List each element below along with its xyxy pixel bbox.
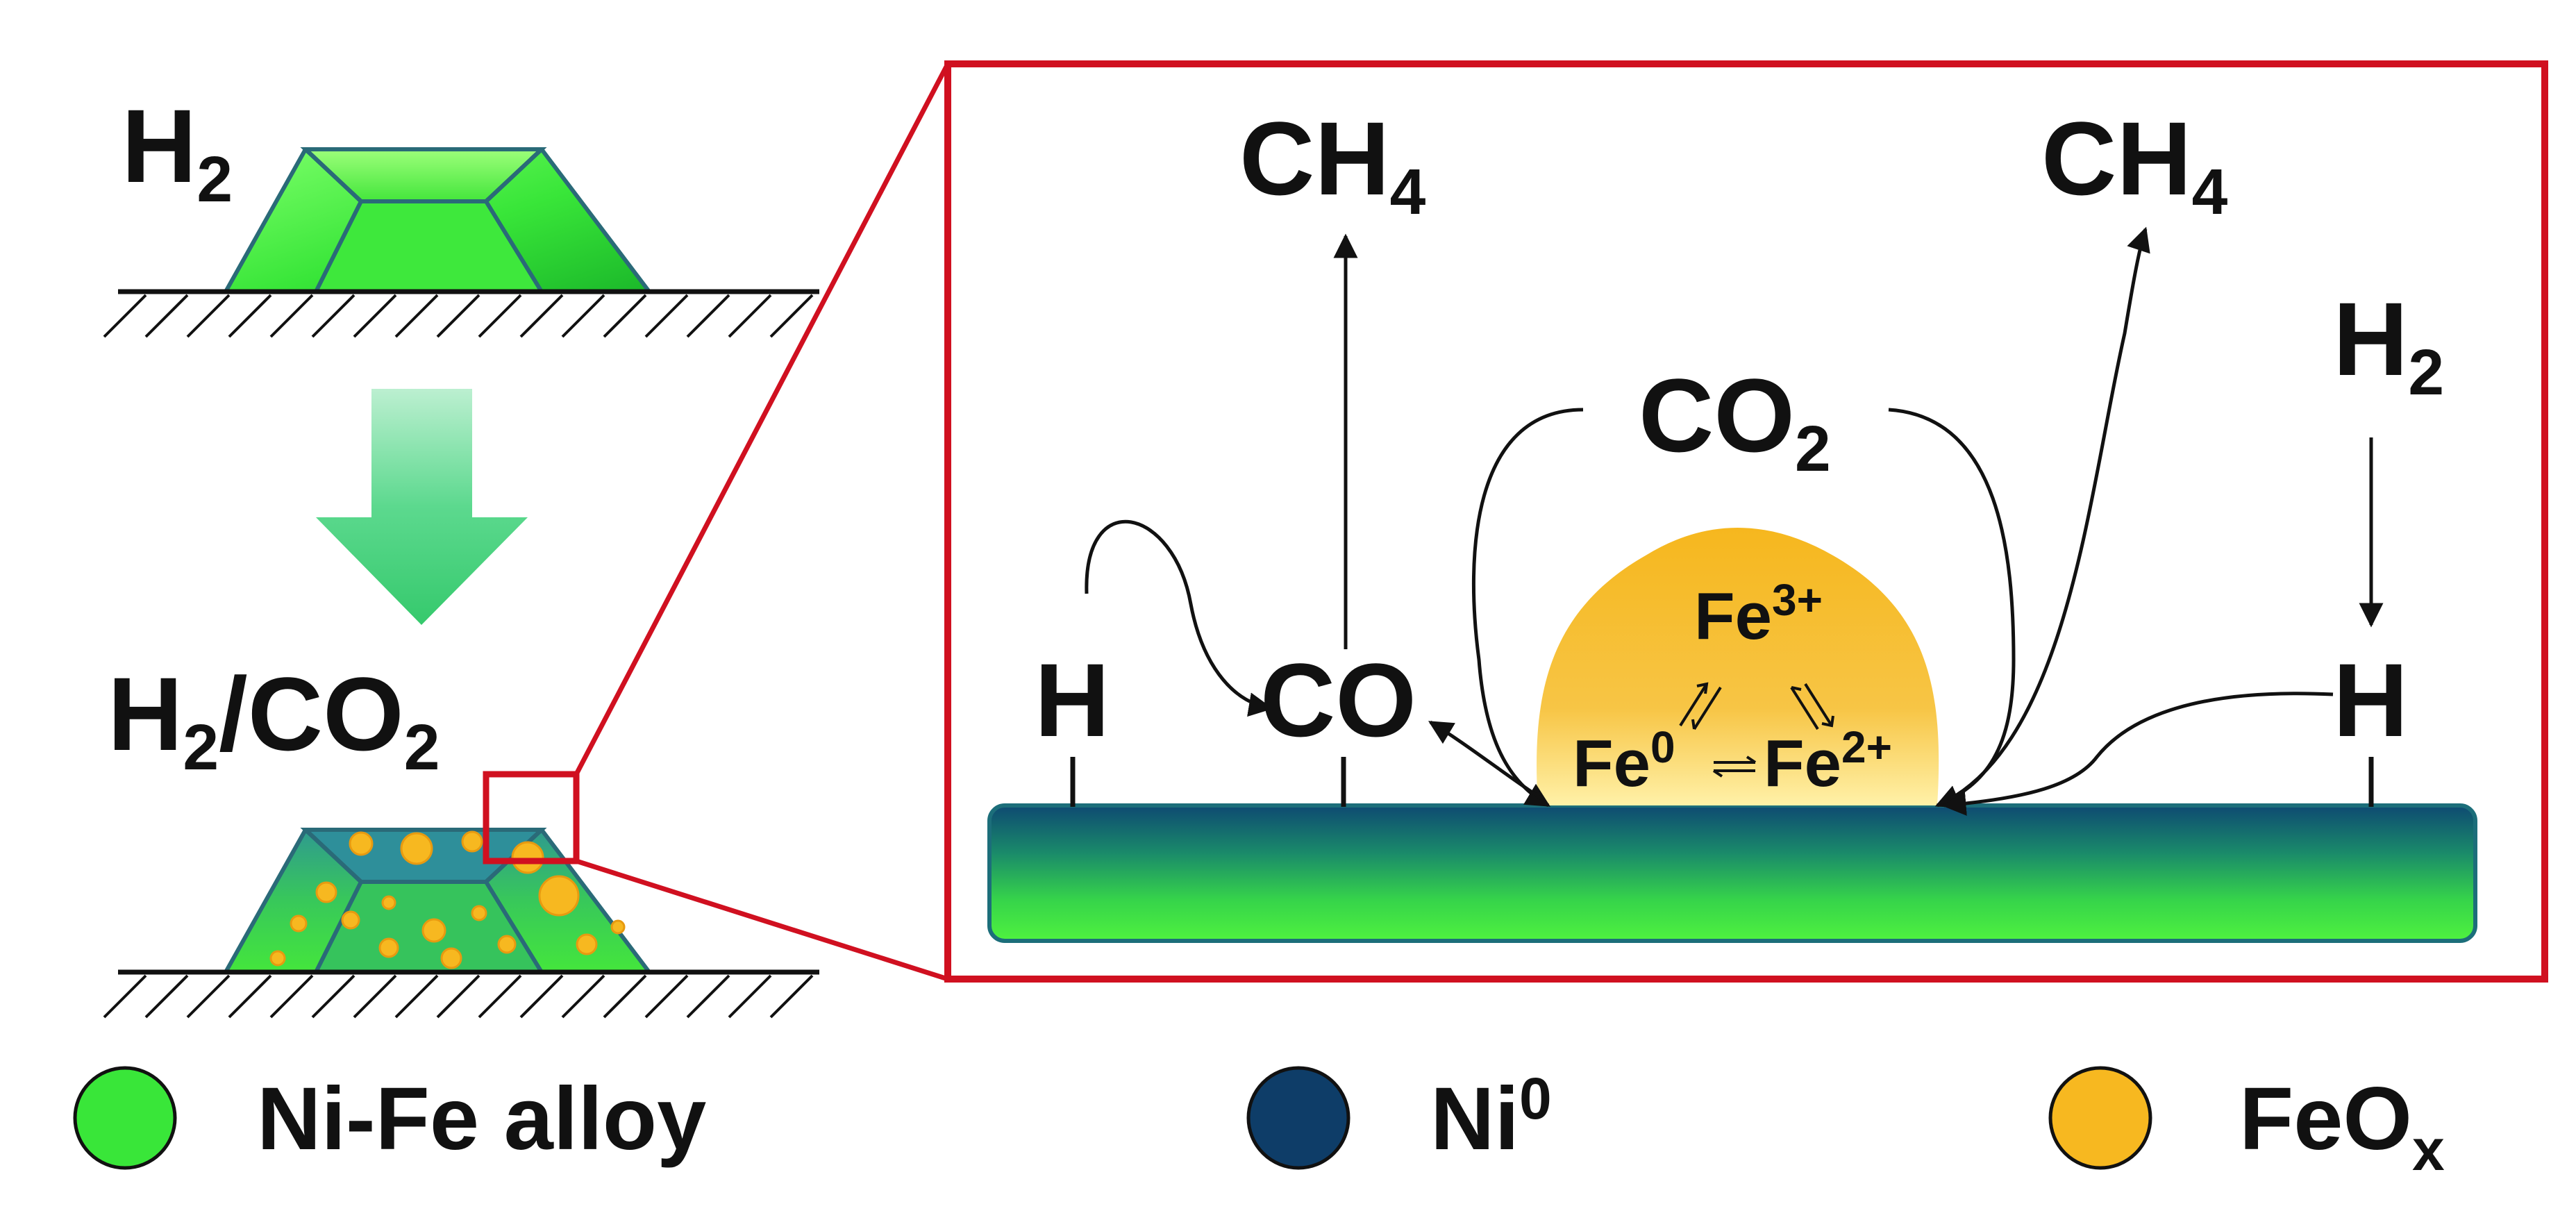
label-fe2: Fe2+ xyxy=(1764,722,1892,801)
arrow-co2-to-surface-left xyxy=(1471,408,1584,808)
adsorption-sticks xyxy=(1070,757,2374,807)
yellow-circle-icon xyxy=(2048,1066,2152,1170)
label-h2-top: H2 xyxy=(122,87,233,215)
label-h-right: H xyxy=(2333,642,2408,758)
substrate-bottom xyxy=(103,969,819,1019)
legend-label-feox: FeOx xyxy=(2239,1069,2445,1183)
ni-support-bar xyxy=(987,803,2477,943)
blue-circle-icon xyxy=(1246,1066,1350,1170)
arrow-to-ch4-right xyxy=(1950,226,2150,801)
legend-label-ni-fe-alloy: Ni-Fe alloy xyxy=(257,1069,706,1169)
label-co: CO xyxy=(1260,642,1416,758)
arrow-h-to-surface xyxy=(1941,692,2334,816)
label-fe3: Fe3+ xyxy=(1694,575,1823,653)
substrate-top xyxy=(103,289,819,338)
feox-dome xyxy=(1537,528,1939,805)
arrow-h-to-co xyxy=(1085,519,1273,717)
legend: Ni-Fe alloy Ni0 FeOx xyxy=(73,1066,2445,1183)
zoom-indicator xyxy=(483,62,951,982)
legend-item-ni0: Ni0 xyxy=(1246,1066,1552,1170)
label-h2-right: H2 xyxy=(2333,281,2444,408)
feox-dots xyxy=(269,830,626,969)
label-h-left: H xyxy=(1035,642,1110,758)
label-h2-co2: H2/CO2 xyxy=(108,655,440,783)
arrow-surface-to-co xyxy=(1428,720,1543,801)
label-ch4-left: CH4 xyxy=(1239,100,1426,228)
legend-label-ni0: Ni0 xyxy=(1430,1066,1552,1169)
legend-item-ni-fe-alloy: Ni-Fe alloy xyxy=(73,1066,706,1170)
legend-item-feox: FeOx xyxy=(2048,1066,2445,1183)
equilibrium-arrows xyxy=(1679,682,1834,778)
down-arrow-icon xyxy=(316,389,528,625)
label-co2: CO2 xyxy=(1639,357,1831,485)
pristine-alloy-particle xyxy=(221,147,654,294)
reaction-arrows xyxy=(1085,226,2384,816)
label-ch4-right: CH4 xyxy=(2041,100,2228,228)
green-circle-icon xyxy=(73,1066,177,1170)
reacted-alloy-particle xyxy=(221,828,654,974)
label-fe0: Fe0 xyxy=(1573,722,1675,801)
